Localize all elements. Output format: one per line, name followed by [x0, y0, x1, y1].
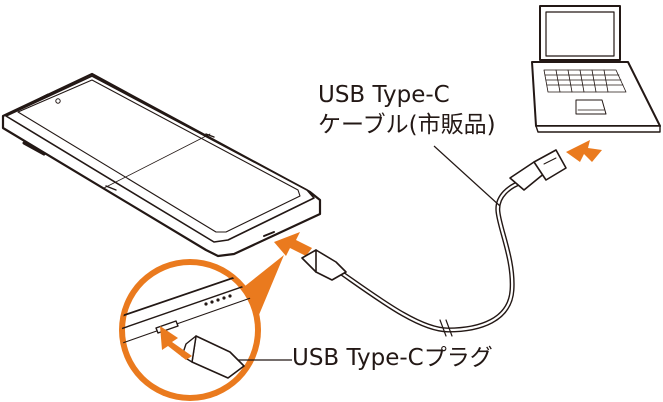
phone-screen — [17, 79, 301, 233]
usb-a-plug-metal — [533, 149, 567, 181]
cable-break-mark — [439, 319, 453, 337]
hinge-mark-bottom — [105, 185, 117, 191]
usb-a-plug-detail — [543, 157, 557, 165]
zoom-speaker-holes — [204, 294, 232, 306]
callout-arrow — [160, 326, 192, 360]
laptop-keyboard — [543, 69, 627, 93]
bottom-port-slot — [263, 231, 275, 237]
smartphone — [1, 72, 322, 258]
front-camera — [55, 98, 61, 104]
laptop-port-arrow — [566, 140, 602, 162]
laptop-base-front — [535, 125, 661, 133]
cable-label-line2: ケーブル(市販品) — [318, 112, 496, 138]
zoom-callout — [119, 255, 292, 401]
cable-label-line1: USB Type-C — [318, 82, 450, 108]
laptop-touchpad — [575, 99, 607, 115]
laptop-screen — [545, 11, 615, 57]
type-c-plug-boot — [315, 249, 347, 281]
plug-label: USB Type-Cプラグ — [292, 345, 493, 371]
cable-wire-outline — [337, 179, 525, 333]
speaker-slit — [39, 93, 49, 99]
zoom-phone-inner-edge — [122, 279, 258, 333]
laptop-base — [531, 61, 661, 127]
side-button — [22, 141, 46, 156]
usb-cable — [301, 149, 567, 337]
callout-inner — [125, 265, 255, 395]
hinge-mark-top — [205, 133, 215, 138]
cable-leader-line — [433, 145, 501, 207]
cable-wire-inner — [338, 180, 524, 332]
hinge-line — [103, 133, 211, 189]
zoom-phone-lower-edge — [122, 293, 258, 347]
phone-port-arrow — [274, 232, 312, 256]
laptop-computer — [531, 5, 661, 133]
